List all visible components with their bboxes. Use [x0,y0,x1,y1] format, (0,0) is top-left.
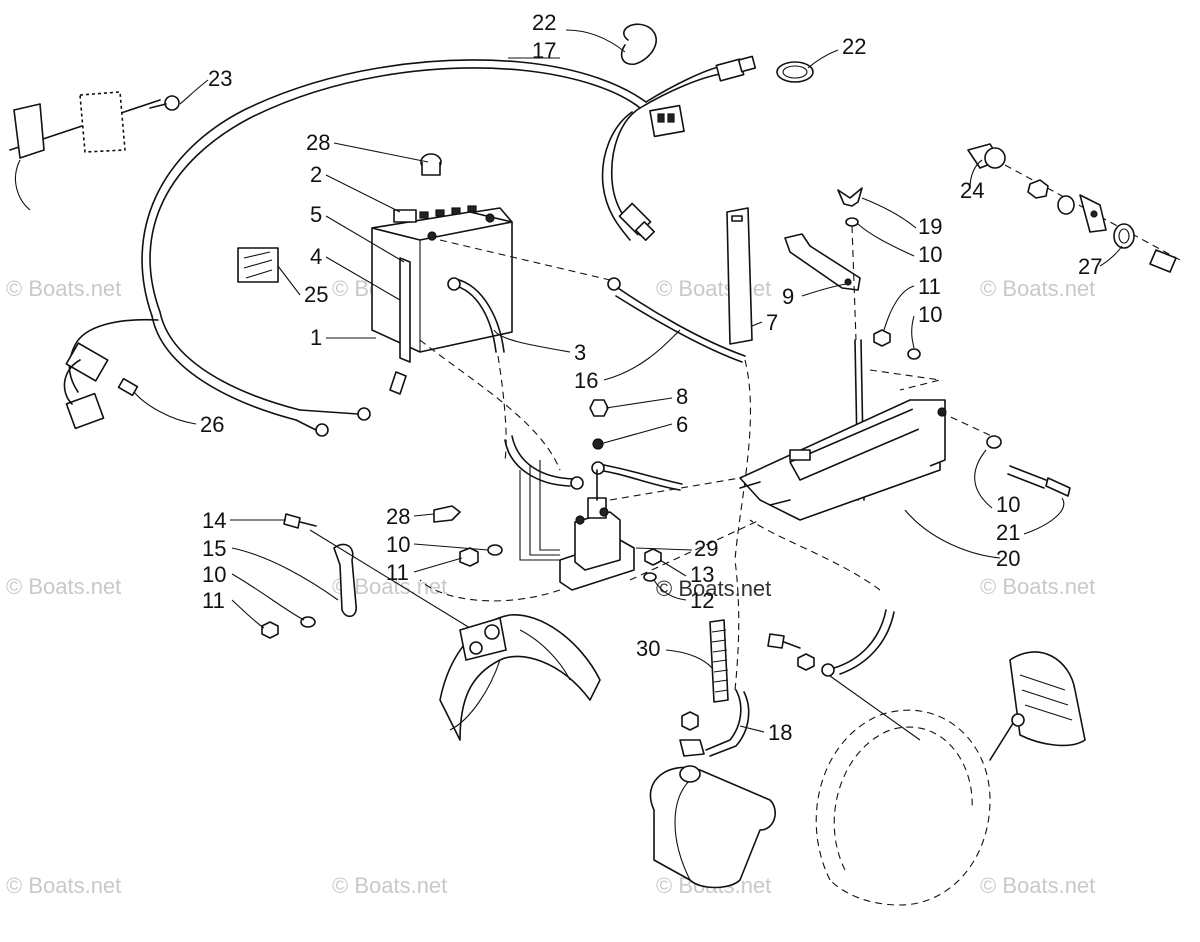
watermark: © Boats.net [980,873,1095,898]
watermark: © Boats.net [980,276,1095,301]
callout-6: 6 [676,412,688,437]
battery-cable-negative [447,277,507,461]
watermark: © Boats.net [332,873,447,898]
callout-18: 18 [768,720,792,745]
assembly-line [609,477,741,501]
assembly-line [419,339,561,471]
callout-3: 3 [574,340,586,365]
callout-13: 13 [690,562,714,587]
watermark-center: © Boats.net [656,576,771,601]
callout-1: 1 [310,325,322,350]
callout-4: 4 [310,244,322,269]
callout-29: 29 [694,536,718,561]
watermark: © Boats.net [6,574,121,599]
battery-strap [389,257,411,395]
callout-11: 11 [918,274,941,299]
callout-11: 11 [386,560,409,585]
callout-10: 10 [918,242,942,267]
callout-22: 22 [842,34,866,59]
watermark: © Boats.net [6,873,121,898]
callout-27: 27 [1078,254,1102,279]
decal [237,247,279,283]
callout-14: 14 [202,508,226,533]
callout-30: 30 [636,636,660,661]
exhaust-clamp [649,765,776,889]
leader-lines [133,29,1123,733]
starter-cable [749,519,921,741]
callout-7: 7 [766,310,778,335]
callout-22: 22 [532,10,556,35]
callout-5: 5 [310,202,322,227]
callout-17: 17 [532,38,556,63]
callout-9: 9 [782,284,794,309]
callout-8: 8 [676,384,688,409]
cable-clip-right [776,61,814,83]
callout-28: 28 [306,130,330,155]
callout-10: 10 [202,562,226,587]
callout-12: 12 [690,588,714,613]
callout-10: 10 [996,492,1020,517]
watermark: © Boats.net [6,276,121,301]
headlight-bracket [9,91,180,211]
assembly-line [439,239,611,281]
assembly-line [419,579,561,602]
ground-cable [679,559,750,790]
battery-hold-strap [726,207,753,345]
callout-23: 23 [208,66,232,91]
cable-clip-top [620,23,657,65]
callout-20: 20 [996,546,1020,571]
callout-24: 24 [960,178,984,203]
callout-19: 19 [918,214,942,239]
callout-26: 26 [200,412,224,437]
solenoid-cable [504,399,683,491]
battery-cable-positive [607,277,752,561]
ground-strap-hardware [261,513,471,639]
wiring-harness [63,55,757,437]
callout-10: 10 [918,302,942,327]
tray-bolt [986,435,1071,497]
battery-tray [739,369,1001,521]
starter-solenoid [519,460,635,591]
callout-11: 11 [202,588,225,613]
engine-casting [439,614,601,741]
callout-15: 15 [202,536,226,561]
callout-25: 25 [304,282,328,307]
nut-washer-right [873,329,921,360]
terminal-cover [420,153,442,176]
callout-16: 16 [574,368,598,393]
callout-labels: 22 17 22 23 28 2 5 4 25 1 3 16 8 6 26 7 … [200,10,1102,745]
callout-28: 28 [386,504,410,529]
callout-2: 2 [310,162,322,187]
recoil-housing [815,651,1086,906]
fuse [117,377,139,397]
bracket [784,233,861,291]
ignition-switch [967,143,1181,273]
callout-21: 21 [996,520,1020,545]
watermark: © Boats.net [980,574,1095,599]
watermark: © Boats.net [656,276,771,301]
watermarks: © Boats.net © Boats.net © Boats.net © Bo… [6,276,1095,898]
callout-10: 10 [386,532,410,557]
